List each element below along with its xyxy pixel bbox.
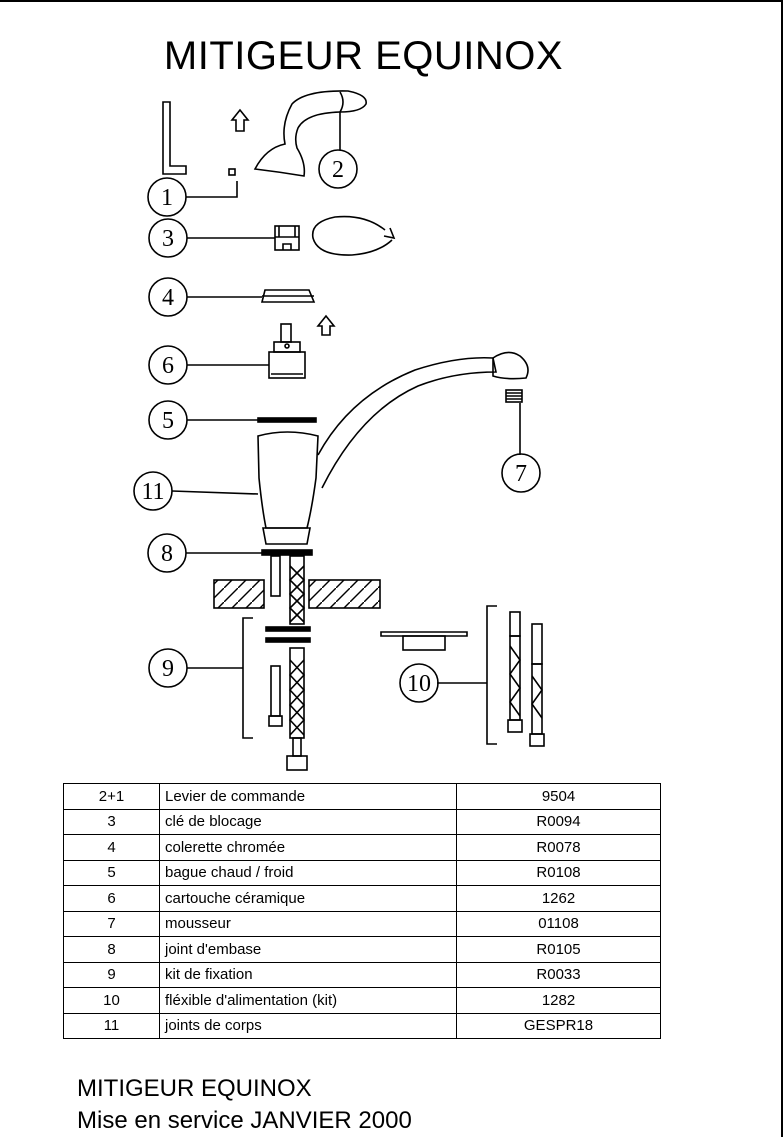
part-description-cell: bague chaud / froid xyxy=(159,859,457,886)
callout-10: 10 xyxy=(399,663,439,703)
part-code-cell: GESPR18 xyxy=(456,1012,661,1039)
table-row: 10 fléxible d'alimentation (kit) 1282 xyxy=(63,987,661,1014)
callout-7-label: 7 xyxy=(515,461,527,487)
table-row: 5 bague chaud / froid R0108 xyxy=(63,859,661,886)
part-description-cell: Levier de commande xyxy=(159,783,457,810)
callout-6-label: 6 xyxy=(162,353,174,379)
aerator-part xyxy=(505,389,523,403)
table-row: 9 kit de fixation R0033 xyxy=(63,961,661,988)
table-row: 7 mousseur 01108 xyxy=(63,910,661,937)
part-code-cell: 1282 xyxy=(456,987,661,1014)
part-description-cell: joint d'embase xyxy=(159,936,457,963)
arrow-up-icon-2 xyxy=(316,314,336,336)
callout-3-label: 3 xyxy=(162,226,174,252)
locking-key-part xyxy=(274,225,300,251)
callout-11: 11 xyxy=(133,471,173,511)
flexible-kit-part xyxy=(380,605,545,747)
countertop-left xyxy=(213,579,265,609)
rotate-arrow-icon xyxy=(311,215,393,256)
faucet-body-part xyxy=(257,351,529,545)
part-code-cell: 9504 xyxy=(456,783,661,810)
part-ref-cell: 11 xyxy=(63,1012,160,1039)
callout-5-label: 5 xyxy=(162,408,174,434)
part-code-cell: R0078 xyxy=(456,834,661,861)
callout-6: 6 xyxy=(148,345,188,385)
hex-key-part xyxy=(162,101,236,176)
footer-service-date: Mise en service JANVIER 2000 xyxy=(77,1107,412,1134)
fixation-kit-part xyxy=(242,617,311,771)
callout-4: 4 xyxy=(148,277,188,317)
lever-handle-part xyxy=(253,90,367,177)
callout-4-label: 4 xyxy=(162,285,174,311)
part-ref-cell: 7 xyxy=(63,910,160,937)
parts-table: 2+1 Levier de commande 9504 3 clé de blo… xyxy=(63,783,661,1039)
part-description-cell: mousseur xyxy=(159,910,457,937)
callout-9-label: 9 xyxy=(162,656,174,682)
part-ref-cell: 3 xyxy=(63,808,160,835)
table-row: 3 clé de blocage R0094 xyxy=(63,808,661,835)
cartridge-part xyxy=(268,323,306,379)
page-title: MITIGEUR EQUINOX xyxy=(163,34,564,78)
table-row: 6 cartouche céramique 1262 xyxy=(63,885,661,912)
part-code-cell: R0094 xyxy=(456,808,661,835)
callout-3: 3 xyxy=(148,218,188,258)
callout-2: 2 xyxy=(318,149,358,189)
part-description-cell: colerette chromée xyxy=(159,834,457,861)
base-gasket-part xyxy=(261,549,313,556)
table-row: 2+1 Levier de commande 9504 xyxy=(63,783,661,810)
footer: MITIGEUR EQUINOX Mise en service JANVIER… xyxy=(77,1073,412,1137)
colerette-part xyxy=(260,289,316,303)
part-code-cell: R0108 xyxy=(456,859,661,886)
ring-part xyxy=(257,417,317,423)
callout-7: 7 xyxy=(501,453,541,493)
part-ref-cell: 8 xyxy=(63,936,160,963)
table-row: 11 joints de corps GESPR18 xyxy=(63,1012,661,1039)
callout-2-label: 2 xyxy=(332,157,344,183)
arrow-up-icon xyxy=(230,108,250,132)
fixation-rod xyxy=(270,555,306,625)
callout-8-label: 8 xyxy=(161,541,173,567)
part-description-cell: cartouche céramique xyxy=(159,885,457,912)
part-code-cell: 01108 xyxy=(456,910,661,937)
part-description-cell: joints de corps xyxy=(159,1012,457,1039)
callout-8: 8 xyxy=(147,533,187,573)
callout-1-label: 1 xyxy=(161,185,173,211)
callout-9: 9 xyxy=(148,648,188,688)
part-code-cell: R0105 xyxy=(456,936,661,963)
table-row: 8 joint d'embase R0105 xyxy=(63,936,661,963)
part-description-cell: clé de blocage xyxy=(159,808,457,835)
leader-lines xyxy=(171,112,521,684)
part-code-cell: R0033 xyxy=(456,961,661,988)
rotate-arrowhead-icon xyxy=(383,227,396,240)
part-ref-cell: 4 xyxy=(63,834,160,861)
part-ref-cell: 10 xyxy=(63,987,160,1014)
part-description-cell: fléxible d'alimentation (kit) xyxy=(159,987,457,1014)
part-ref-cell: 2+1 xyxy=(63,783,160,810)
callout-5: 5 xyxy=(148,400,188,440)
part-ref-cell: 6 xyxy=(63,885,160,912)
table-row: 4 colerette chromée R0078 xyxy=(63,834,661,861)
footer-product-name: MITIGEUR EQUINOX xyxy=(77,1075,312,1102)
callout-10-label: 10 xyxy=(407,671,431,697)
exploded-diagram: 1 2 3 4 5 6 7 8 9 10 11 xyxy=(133,90,545,771)
part-ref-cell: 9 xyxy=(63,961,160,988)
part-description-cell: kit de fixation xyxy=(159,961,457,988)
callout-1: 1 xyxy=(147,177,187,217)
countertop-right xyxy=(308,579,381,609)
part-ref-cell: 5 xyxy=(63,859,160,886)
part-code-cell: 1262 xyxy=(456,885,661,912)
callout-11-label: 11 xyxy=(141,479,164,505)
